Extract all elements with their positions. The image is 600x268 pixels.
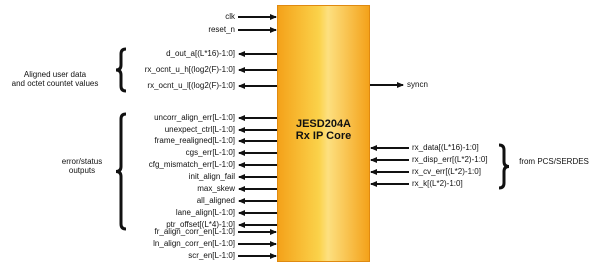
signal-label: clk [225, 12, 235, 21]
core-title: JESD204A Rx IP Core [295, 118, 352, 142]
signal-label: lane_align[L-1:0] [175, 208, 235, 217]
group-label-user-data: Aligned user data and octet countet valu… [11, 70, 99, 88]
signal-label: reset_n [208, 25, 235, 34]
signal-label: frame_realigned[L-1:0] [154, 136, 236, 145]
group-label-serdes: from PCS/SERDES [519, 157, 589, 166]
jesd204a-rx-core-block: JESD204A Rx IP Core [277, 5, 370, 262]
signal-label: ptr_offset[(L*4)-1:0] [166, 220, 235, 229]
signal-label: rx_ocnt_u_l[(log2(F)-1:0] [147, 81, 235, 90]
signal-label: all_aligned [196, 196, 235, 205]
signal-label: d_out_a[(L*16)-1:0] [166, 49, 235, 58]
signal-label: uncorr_align_err[L-1:0] [154, 113, 235, 122]
signal-label: ln_align_corr_en[L-1:0] [153, 239, 235, 248]
signal-label: cgs_err[L-1:0] [185, 148, 235, 157]
signal-label: rx_data[(L*16)-1:0] [412, 143, 479, 152]
brace-status [115, 112, 127, 231]
signal-label: rx_cv_err[(L*2)-1:0] [412, 167, 481, 176]
signal-label: max_skew [197, 184, 235, 193]
signal-label: cfg_mismatch_err[L-1:0] [148, 160, 235, 169]
signal-label: rx_ocnt_u_h[(log2(F)-1:0] [144, 65, 235, 74]
signal-label: syncn [407, 80, 428, 89]
signal-label: fr_align_corr_en[L-1:0] [154, 227, 236, 236]
group-label-status: error/status outputs [61, 157, 103, 175]
signal-label: rx_disp_err[(L*2)-1:0] [412, 155, 488, 164]
brace-serdes [498, 143, 510, 190]
signal-label: rx_k[(L*2)-1:0] [412, 179, 463, 188]
signal-label: unexpect_ctrl[L-1:0] [164, 125, 235, 134]
brace-user-data [115, 47, 127, 93]
signal-label: init_align_fail [188, 172, 235, 181]
signal-label: scr_en[L-1:0] [188, 251, 235, 260]
